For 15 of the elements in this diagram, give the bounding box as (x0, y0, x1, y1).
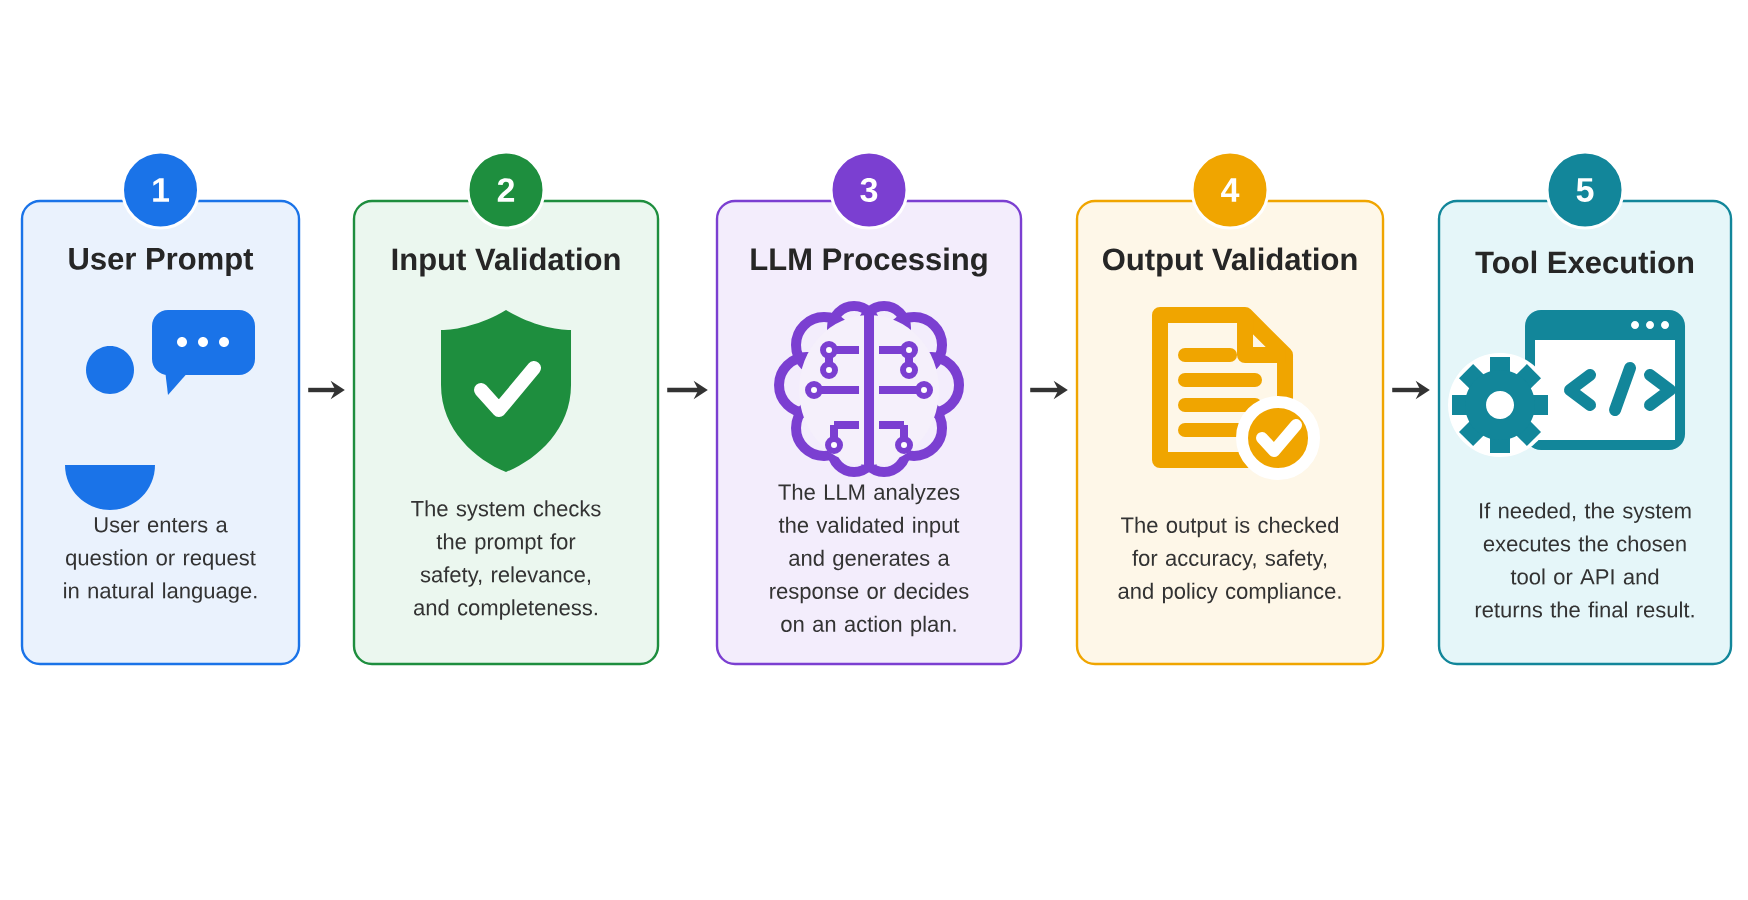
step-title: Tool Execution (1475, 250, 1694, 274)
step-title: Output Validation (1103, 247, 1357, 277)
step-description: If needed, the system executes the chosen tool or API and returns the final result. (1475, 502, 1694, 618)
step-description: User enters a question or request in natural language. (64, 517, 257, 603)
step-title: User Prompt (69, 248, 254, 276)
step-description: The system checks the prompt for safety, relevance, and completeness. (411, 500, 601, 620)
step-number: 2 (466, 150, 546, 230)
step-number: 5 (1545, 150, 1625, 230)
step-description: The output is checked for accuracy, safety, and policy compliance. (1118, 516, 1341, 604)
step-title: LLM Processing (751, 247, 987, 277)
step-number: 4 (1190, 150, 1270, 230)
step-title: Input Validation (392, 247, 620, 277)
step-number: 1 (121, 150, 200, 230)
step-number: 3 (829, 150, 909, 230)
step-description: The LLM analyzes the validated input and generates a response or decides on an action plan. (770, 483, 969, 637)
